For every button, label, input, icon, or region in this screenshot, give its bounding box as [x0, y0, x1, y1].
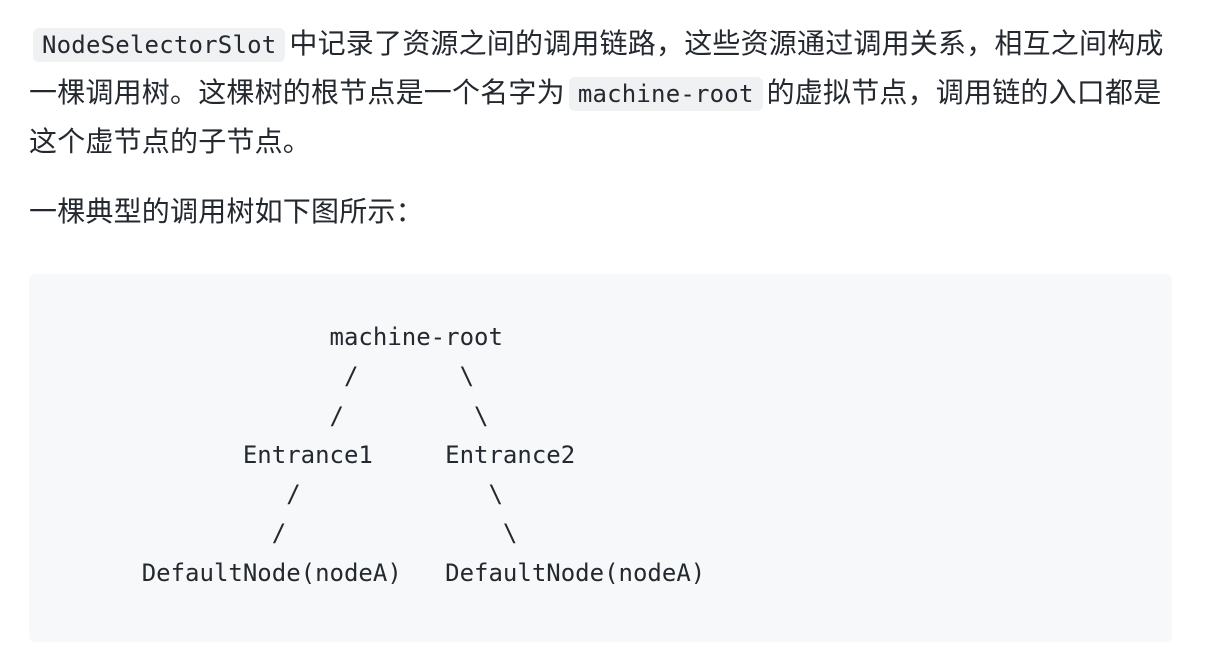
paragraph-text-part1: 中记录了资源之间的调用链路，这些资源通过调用关系，相互之间构成一棵调用树。这棵树…	[29, 27, 1164, 109]
code-block-call-tree: machine-root / \ / \ Entrance1 Entrance2…	[29, 274, 1172, 642]
paragraph-typical-tree-intro: 一棵典型的调用树如下图所示：	[29, 195, 424, 228]
inline-code-node-selector-slot: NodeSelectorSlot	[33, 28, 286, 62]
inline-code-machine-root: machine-root	[568, 77, 763, 111]
code-block-content: machine-root / \ / \ Entrance1 Entrance2…	[141, 323, 706, 587]
paragraph-text-part2: 的虚拟节点，调用链的入口都是这个虚节点的子节点。	[29, 76, 1162, 158]
